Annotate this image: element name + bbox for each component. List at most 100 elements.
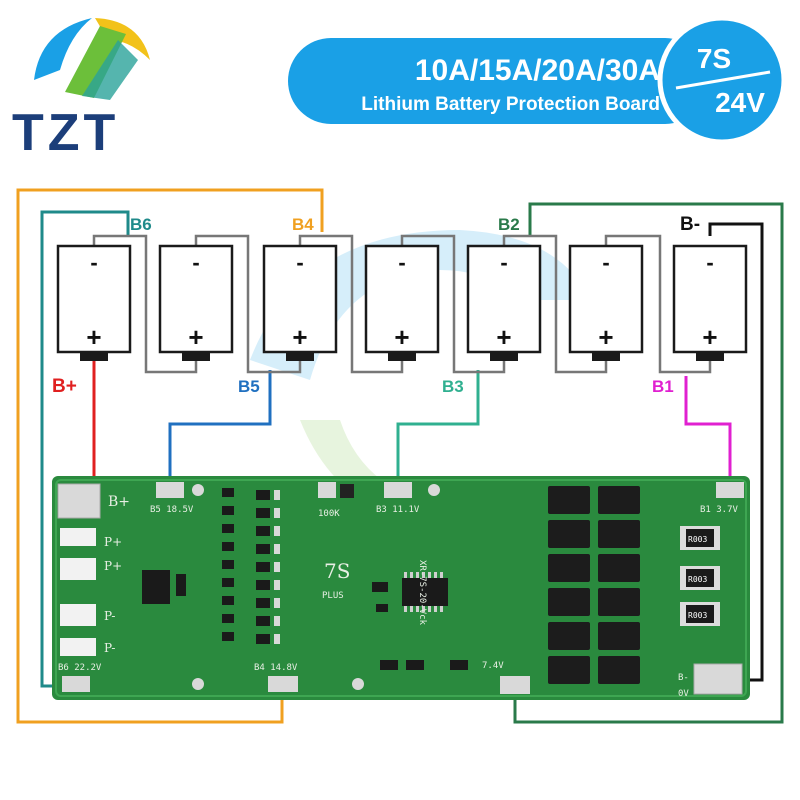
silk-p-plus-1: P+ — [104, 535, 122, 549]
resistor — [256, 634, 270, 644]
resistor-pad — [274, 598, 280, 608]
resistor — [256, 508, 270, 518]
resistor — [256, 544, 270, 554]
label-b3: B3 — [442, 377, 464, 396]
mosfet-array — [548, 486, 640, 684]
silk-7-4v: 7.4V — [482, 661, 504, 671]
silk-plus: PLUS — [322, 591, 344, 601]
label-b6: B6 — [130, 215, 152, 234]
resistor — [222, 578, 234, 587]
cell-minus-sign: - — [90, 250, 97, 275]
silk-p-minus-2: P- — [104, 641, 115, 655]
resistor-pad — [274, 562, 280, 572]
resistor-array — [222, 488, 280, 644]
banner-subtitle: Lithium Battery Protection Board — [361, 94, 660, 115]
silk-7s: 7S — [324, 559, 350, 583]
resistor — [222, 542, 234, 551]
cell-terminal — [182, 352, 210, 361]
cell-body — [466, 244, 542, 354]
banner-bar — [288, 38, 708, 124]
silk-b5: B5 18.5V — [150, 505, 194, 515]
logo-swoosh-green — [65, 26, 126, 98]
spec-divider — [675, 70, 771, 90]
pad-p-plus-1 — [60, 528, 96, 546]
mosfet — [598, 486, 640, 514]
mosfet — [548, 486, 590, 514]
pad-p-minus-2 — [60, 638, 96, 656]
pad-b-plus — [57, 483, 101, 519]
silk-b4: B4 14.8V — [254, 663, 298, 673]
mosfet — [548, 554, 590, 582]
spec-series: 7S — [697, 43, 731, 74]
pad-p-plus-2 — [60, 558, 96, 580]
shunt-label-3: R003 — [688, 611, 707, 620]
silk-b6: B6 22.2V — [58, 663, 102, 673]
silk-p-minus-1: P- — [104, 609, 115, 623]
pad-100k — [318, 482, 336, 498]
resistor-pad — [274, 616, 280, 626]
cell-body — [364, 244, 440, 354]
cell-terminal — [80, 352, 108, 361]
resistor-pad — [274, 490, 280, 500]
spec-voltage: 24V — [715, 87, 765, 118]
cell-minus-sign: - — [602, 250, 609, 275]
logo-swoosh-blue — [34, 18, 92, 80]
wire-b5-blue — [168, 370, 272, 488]
mosfet — [598, 554, 640, 582]
mosfet — [598, 520, 640, 548]
cell-plus-sign: + — [394, 322, 409, 352]
battery-cell-1: -+ — [56, 244, 132, 361]
mosfet — [598, 622, 640, 650]
mosfet — [548, 520, 590, 548]
tap-labels: B+ B6 B5 B4 B3 B2 B1 B- — [52, 214, 700, 397]
resistor-pad — [274, 508, 280, 518]
resistor-pad — [274, 580, 280, 590]
shunt-resistors: R003 R003 R003 — [680, 526, 720, 626]
wire-b3-mint — [396, 370, 480, 488]
resistor — [256, 562, 270, 572]
battery-cell-5: -+ — [466, 244, 542, 361]
wire-b1-magenta — [684, 376, 732, 488]
cell-minus-sign: - — [192, 250, 199, 275]
cell-body — [158, 244, 234, 354]
mosfet — [548, 622, 590, 650]
cell-plus-sign: + — [86, 322, 101, 352]
resistor — [222, 632, 234, 641]
resistor — [256, 526, 270, 536]
series-links — [92, 234, 712, 374]
battery-cell-7: -+ — [672, 244, 748, 361]
battery-cell-4: -+ — [364, 244, 440, 361]
tzt-logo: TZT — [12, 18, 150, 162]
silk-b-plus: B+ — [108, 494, 130, 510]
cell-plus-sign: + — [702, 322, 717, 352]
title-banner: 10A/15A/20A/30A Lithium Battery Protecti… — [288, 15, 787, 145]
logo-text: TZT — [12, 104, 119, 162]
shunt-label-1: R003 — [688, 535, 707, 544]
resistor — [256, 580, 270, 590]
cell-terminal — [286, 352, 314, 361]
pad-b5 — [156, 482, 184, 498]
pad-b3 — [384, 482, 412, 498]
battery-cell-3: -+ — [262, 244, 338, 361]
resistor — [222, 524, 234, 533]
label-b-minus: B- — [680, 214, 700, 235]
resistor — [222, 596, 234, 605]
label-b2: B2 — [498, 215, 520, 234]
resistor — [222, 506, 234, 515]
cell-body — [672, 244, 748, 354]
pad-b2 — [500, 676, 530, 694]
cell-plus-sign: + — [292, 322, 307, 352]
main-ic — [402, 578, 448, 606]
label-b4: B4 — [292, 215, 314, 234]
battery-cell-2: -+ — [158, 244, 234, 361]
cell-terminal — [696, 352, 724, 361]
cell-minus-sign: - — [398, 250, 405, 275]
silk-100k: 100K — [318, 509, 340, 519]
mosfet — [598, 588, 640, 616]
battery-cells: -+-+-+-+-+-+-+ — [56, 244, 748, 361]
label-b5: B5 — [238, 377, 260, 396]
banner-currents: 10A/15A/20A/30A — [415, 54, 660, 87]
pad-b4 — [268, 676, 298, 692]
mosfet — [598, 656, 640, 684]
